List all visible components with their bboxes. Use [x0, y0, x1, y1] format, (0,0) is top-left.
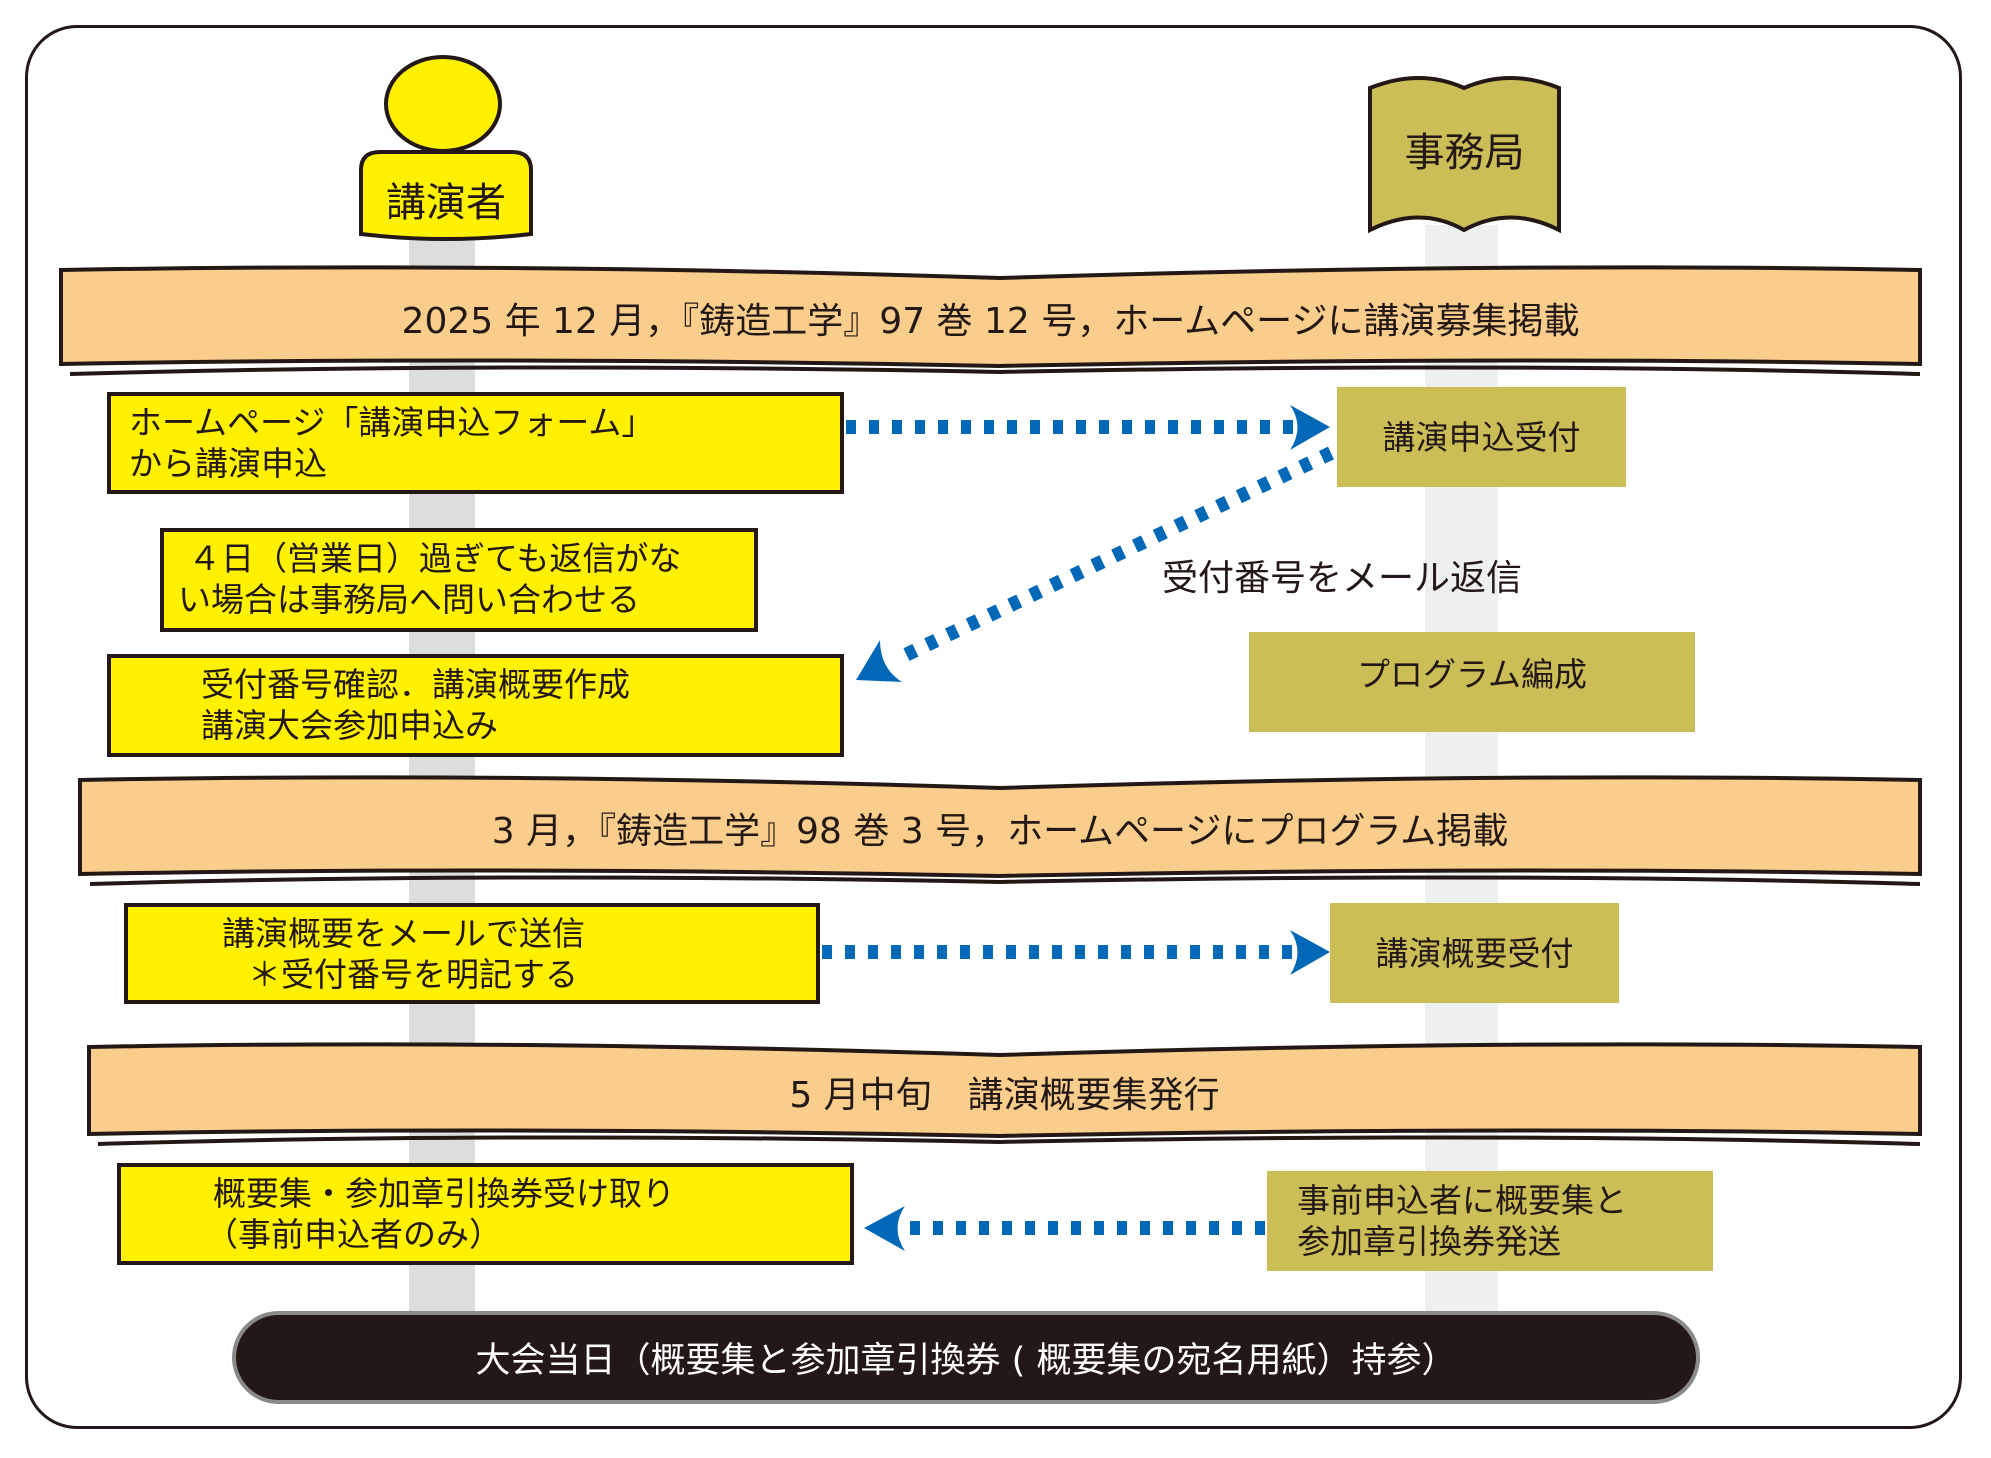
step-line: ４日（営業日）過ぎても返信がな: [188, 539, 682, 578]
speaker-step-inquiry: ４日（営業日）過ぎても返信がな い場合は事務局へ問い合わせる: [160, 528, 758, 632]
banner-abstracts-published: 5 月中旬 講演概要集発行: [789, 1074, 1220, 1116]
arrow-apply-to-secretariat: [846, 405, 1330, 450]
speaker-label: 講演者: [386, 180, 506, 226]
step-line: （事前申込者のみ）: [205, 1215, 502, 1254]
diagram-frame: [25, 25, 1962, 1429]
step-line: 事前申込者に概要集と: [1297, 1181, 1627, 1220]
arrow-send-to-speaker: [864, 1206, 1265, 1251]
secretariat-step-program: プログラム編成: [1249, 632, 1695, 732]
step-line: プログラム編成: [1356, 655, 1587, 694]
secretariat-step-accept-application: 講演申込受付: [1337, 387, 1626, 487]
step-line: から講演申込: [129, 444, 327, 483]
arrow-reply-to-speaker: [856, 446, 1335, 682]
secretariat-step-ship: 事前申込者に概要集と 参加章引換券発送: [1267, 1171, 1713, 1271]
step-line: 概要集・参加章引換券受け取り: [213, 1174, 675, 1213]
step-line: 受付番号確認．講演概要作成: [201, 665, 630, 704]
step-line: い場合は事務局へ問い合わせる: [178, 580, 640, 619]
step-line: 講演大会参加申込み: [201, 706, 498, 745]
step-line: 講演概要をメールで送信: [222, 914, 585, 953]
arrow-label-reply: 受付番号をメール返信: [1162, 558, 1523, 599]
final-step-event-day: 大会当日（概要集と参加章引換券 ( 概要集の宛名用紙）持参）: [232, 1311, 1700, 1404]
banner-shape-2: [78, 775, 1922, 886]
step-line: 参加章引換券発送: [1297, 1222, 1561, 1261]
banner-call-for-papers: 2025 年 12 月，『鋳造工学』97 巻 12 号，ホームページに講演募集掲…: [401, 301, 1580, 342]
banner-shape-1: [59, 265, 1922, 376]
step-line: 講演申込受付: [1382, 417, 1581, 457]
speaker-step-receive: 概要集・参加章引換券受け取り （事前申込者のみ）: [117, 1163, 854, 1265]
speaker-person-icon: [359, 55, 533, 241]
banner-shape-3: [87, 1042, 1922, 1146]
step-line: ホームページ「講演申込フォーム」: [129, 403, 655, 442]
secretariat-label: 事務局: [1404, 130, 1525, 176]
step-line: 講演概要受付: [1375, 933, 1574, 973]
speaker-step-send-abstract: 講演概要をメールで送信 ＊受付番号を明記する: [124, 903, 820, 1004]
speaker-step-confirm: 受付番号確認．講演概要作成 講演大会参加申込み: [107, 654, 844, 757]
arrow-abstract-to-secretariat: [822, 930, 1330, 975]
speaker-step-apply: ホームページ「講演申込フォーム」 から講演申込: [107, 392, 844, 494]
secretariat-book-icon: [1368, 76, 1561, 234]
step-line: ＊受付番号を明記する: [248, 955, 578, 994]
banner-program-published: 3 月，『鋳造工学』98 巻 3 号，ホームページにプログラム掲載: [491, 811, 1509, 852]
secretariat-step-accept-abstract: 講演概要受付: [1330, 903, 1619, 1003]
